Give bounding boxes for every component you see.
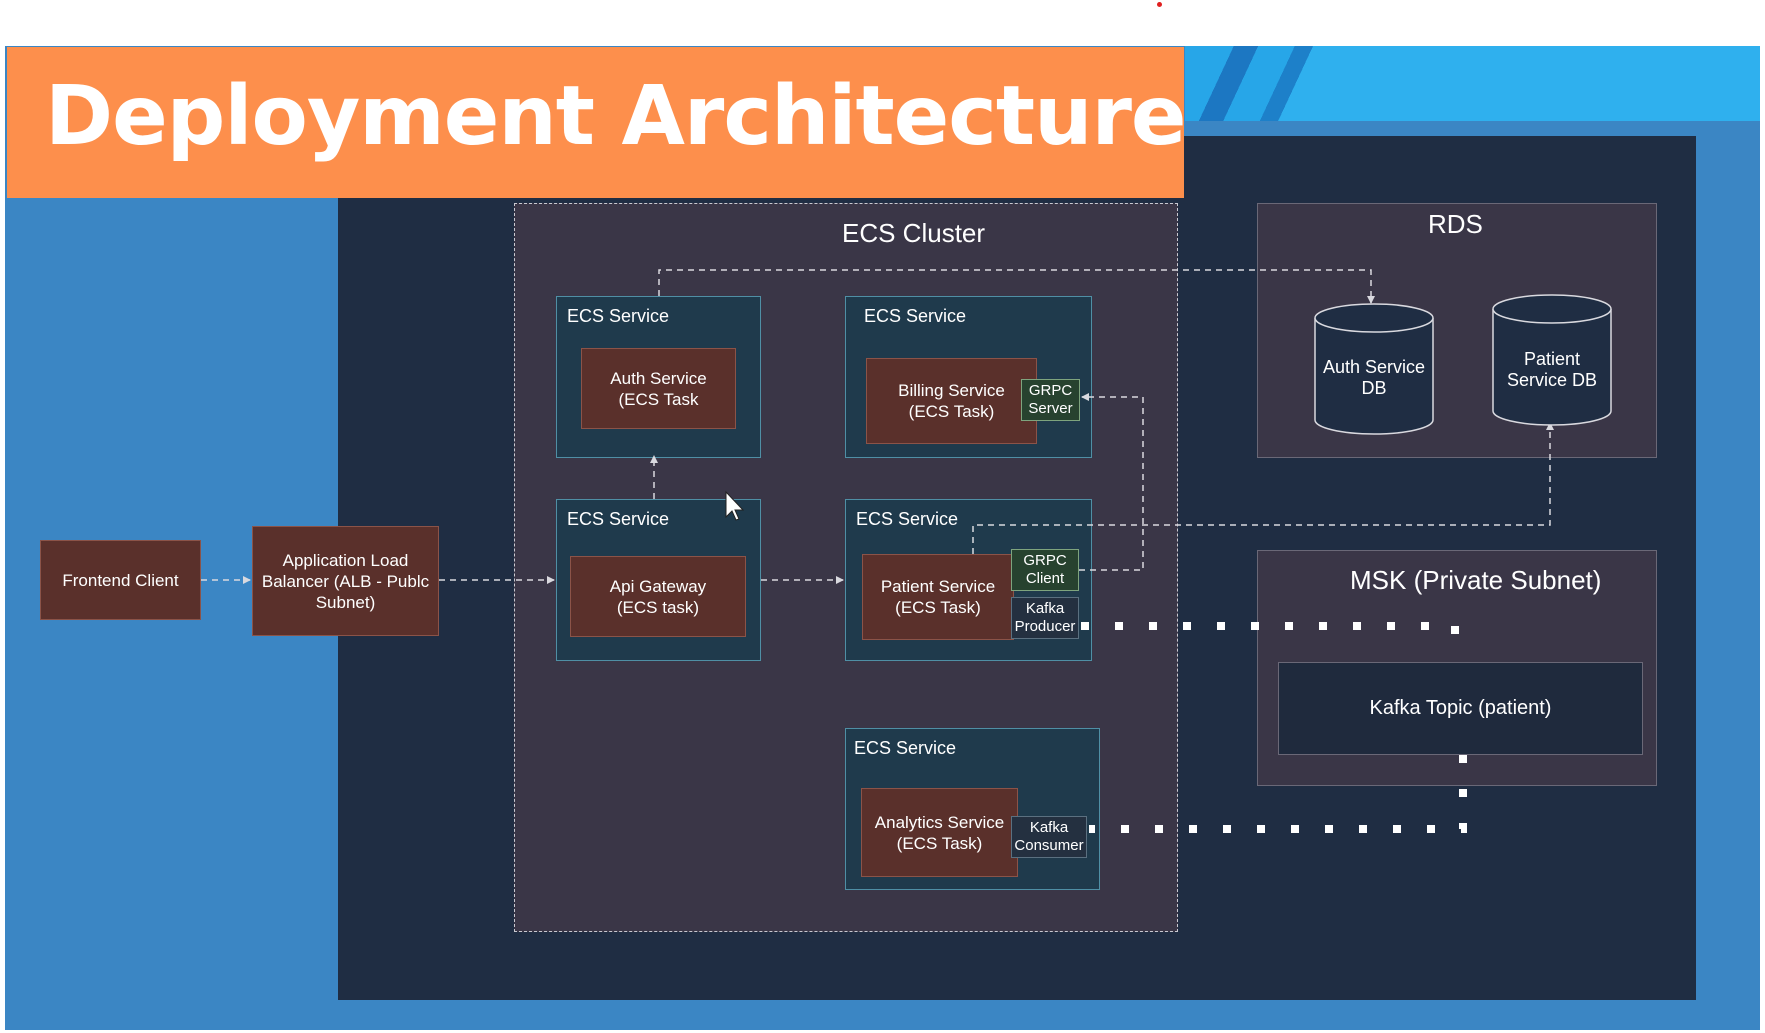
ecs-service-label: ECS Service	[854, 738, 957, 758]
ecs-service-label: ECS Service	[567, 306, 670, 326]
billing-service-task: Billing Service (ECS Task)	[866, 358, 1037, 444]
rds-label: RDS	[1428, 209, 1483, 239]
title-bar: Deployment Architecture	[7, 47, 1186, 198]
application-load-balancer: Application Load Balancer (ALB - Publc S…	[252, 526, 439, 636]
api-gateway-task: Api Gateway (ECS task)	[570, 556, 746, 637]
ecs-service-label: ECS Service	[864, 306, 967, 326]
analytics-service-task: Analytics Service (ECS Task)	[861, 788, 1018, 877]
ecs-service-label: ECS Service	[567, 509, 670, 529]
ecs-cluster-label: ECS Cluster	[842, 218, 986, 248]
slide: Deployment Architecture ECS Cluster Fron…	[5, 46, 1760, 1030]
patient-service-db-label: Patient Service DB	[1506, 349, 1598, 390]
red-dot	[1157, 2, 1162, 7]
grpc-client-tag: GRPC Client	[1011, 549, 1079, 591]
kafka-consumer-tag: Kafka Consumer	[1011, 816, 1087, 858]
decorative-stripes	[1185, 46, 1760, 121]
frontend-client: Frontend Client	[40, 540, 201, 620]
auth-service-db-label: Auth Service DB	[1322, 357, 1426, 398]
kafka-topic: Kafka Topic (patient)	[1278, 662, 1643, 755]
rds-container	[1257, 203, 1657, 458]
kafka-producer-tag: Kafka Producer	[1011, 597, 1079, 639]
slide-title: Deployment Architecture	[45, 69, 1186, 164]
ecs-service-label: ECS Service	[856, 509, 959, 529]
patient-service-task: Patient Service (ECS Task)	[862, 554, 1014, 640]
auth-service-task: Auth Service (ECS Task	[581, 348, 736, 429]
grpc-server-tag: GRPC Server	[1021, 379, 1080, 421]
msk-label: MSK (Private Subnet)	[1350, 565, 1602, 595]
